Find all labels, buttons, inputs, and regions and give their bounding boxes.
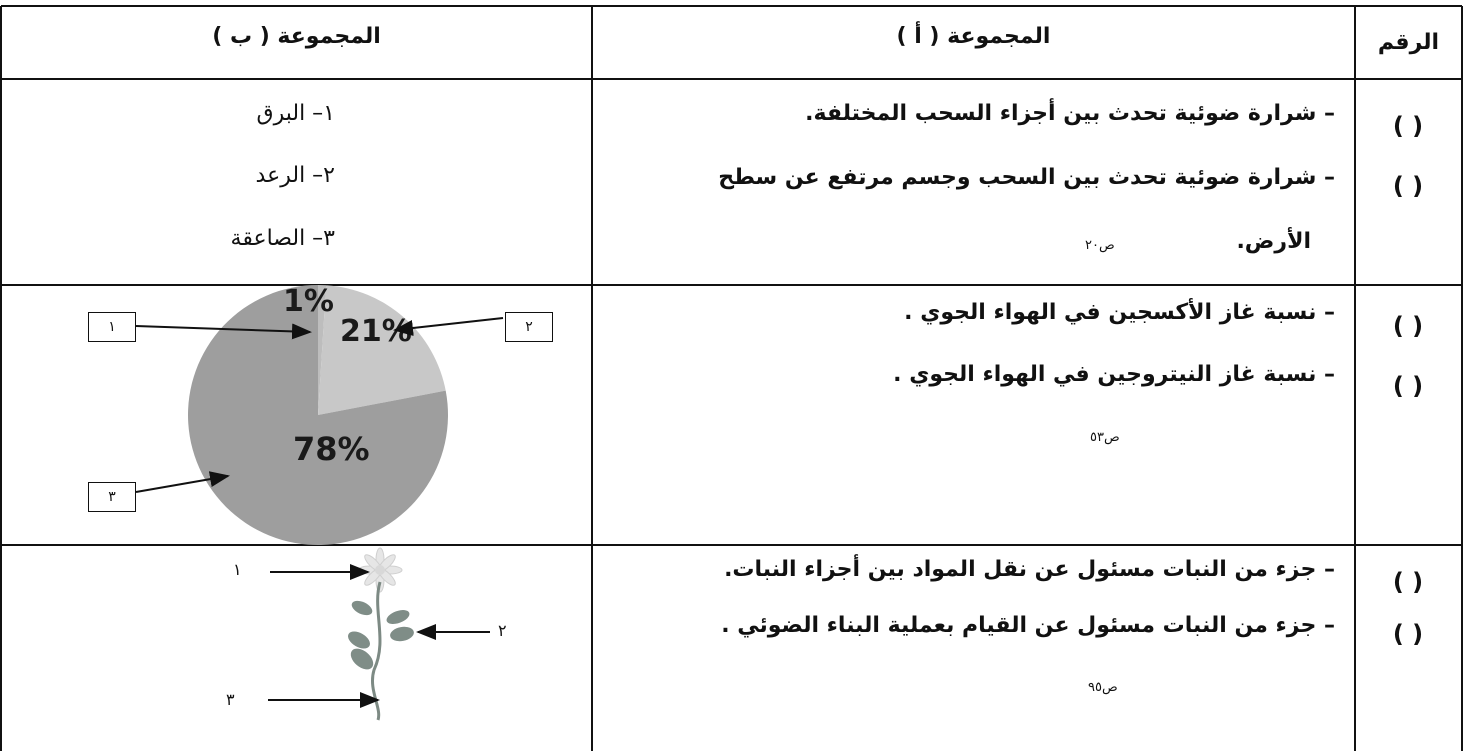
answer-blank-4[interactable]: ( ) xyxy=(1392,372,1424,400)
answer-blank-1[interactable]: ( ) xyxy=(1392,112,1424,140)
header-group-b: المجموعة ( ب ) xyxy=(212,24,381,49)
plant-label-1: ١ xyxy=(233,560,242,579)
air-composition-pie-chart: 1%21% 78% xyxy=(188,285,449,545)
plant-label-3: ٣ xyxy=(226,690,235,709)
pie-slice-label-2: 21% xyxy=(340,314,412,349)
pie-label-box-1: ١ xyxy=(88,312,136,342)
page-ref-3: ص٩٥ xyxy=(1088,680,1118,695)
pie-slice-3 xyxy=(188,285,449,545)
header-group-a: المجموعة ( أ ) xyxy=(896,24,1051,49)
plant-stem xyxy=(371,581,382,721)
pie-label-box-3: ٣ xyxy=(88,482,136,512)
page-ref-2: ص٥٣ xyxy=(1090,430,1120,445)
answer-blank-5[interactable]: ( ) xyxy=(1392,568,1424,596)
item-lightning-cloud-to-object: – شرارة ضوئية تحدث بين السحب وجسم مرتفع … xyxy=(718,165,1335,190)
item-oxygen-percentage: – نسبة غاز الأكسجين في الهواء الجوي . xyxy=(904,300,1335,325)
pie-slice-2 xyxy=(318,285,446,415)
item-lightning-cloud-to-object-cont: الأرض. xyxy=(1236,229,1311,254)
flower-icon xyxy=(357,547,403,593)
item-nitrogen-percentage: – نسبة غاز النيتروجين في الهواء الجوي . xyxy=(893,362,1335,387)
pie-label-box-2: ٢ xyxy=(505,312,553,342)
match-option-lightning: ١– البرق xyxy=(256,101,335,126)
item-plant-transport-part: – جزء من النبات مسئول عن نقل المواد بين … xyxy=(724,557,1335,582)
item-lightning-between-clouds: – شرارة ضوئية تحدث بين أجزاء السحب المخت… xyxy=(805,101,1335,126)
page-ref-1: ص٢٠ xyxy=(1085,238,1115,253)
header-number: الرقم xyxy=(1377,30,1440,55)
answer-blank-2[interactable]: ( ) xyxy=(1392,172,1424,200)
pie-slice-label-1: 1% xyxy=(283,285,334,319)
answer-blank-6[interactable]: ( ) xyxy=(1392,620,1424,648)
item-plant-photosynthesis-part: – جزء من النبات مسئول عن القيام بعملية ا… xyxy=(721,613,1335,638)
match-option-thunder: ٢– الرعد xyxy=(255,163,335,188)
match-option-thunderbolt: ٣– الصاعقة xyxy=(230,226,335,251)
plant-label-2: ٢ xyxy=(498,621,507,640)
answer-blank-3[interactable]: ( ) xyxy=(1392,312,1424,340)
leaf-icon xyxy=(348,600,414,670)
pie-slice-1 xyxy=(318,285,327,415)
pie-slice-label-3: 78% xyxy=(293,430,370,468)
